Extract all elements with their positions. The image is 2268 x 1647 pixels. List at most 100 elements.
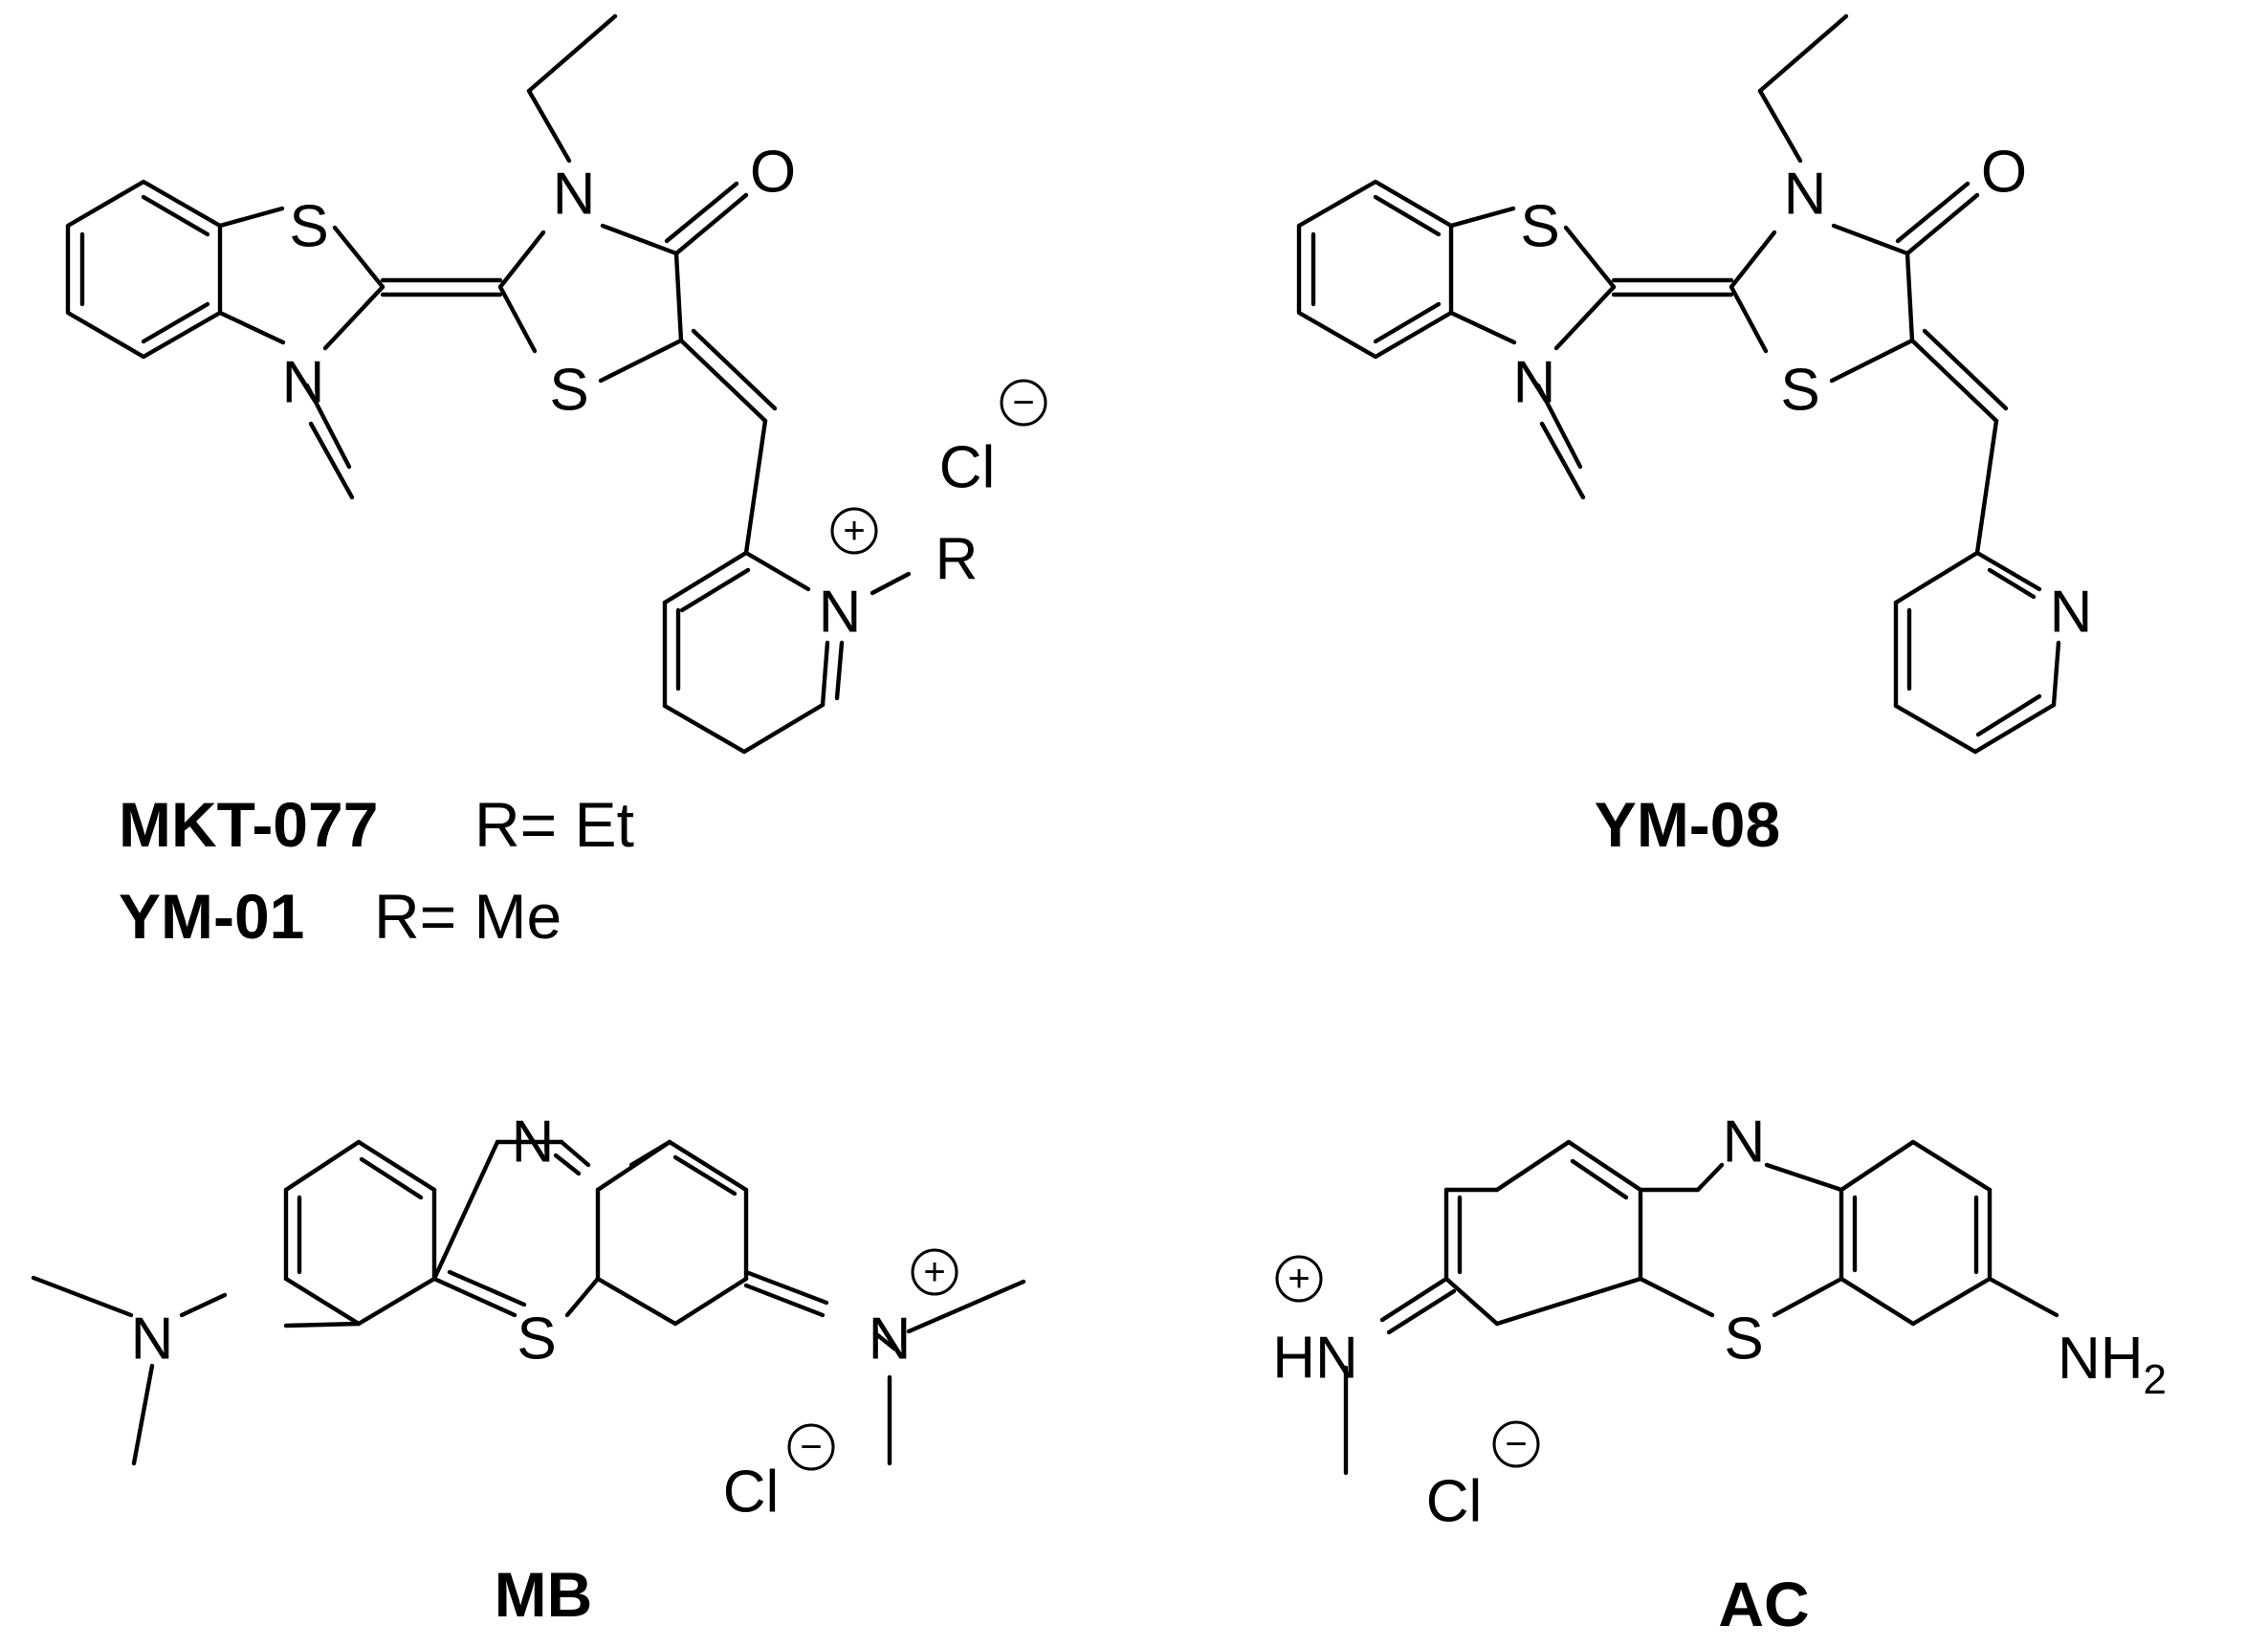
mb-bond	[553, 1153, 582, 1176]
mkt077-benzo-double-1	[141, 194, 210, 237]
ac-bond	[1695, 1162, 1725, 1193]
ym08-bond	[1729, 230, 1777, 290]
ym08-benzo-double-1	[1373, 194, 1442, 237]
mkt077-bond	[743, 550, 811, 592]
ym08-atom-s: S	[1520, 194, 1559, 260]
ac-minus-charge-circle	[1492, 1420, 1540, 1468]
mb-bond	[672, 1154, 738, 1197]
ac-atom-n: N	[1723, 1109, 1766, 1175]
ac-atom-hn-plus: HN	[1272, 1326, 1358, 1392]
mb-bond	[356, 1276, 437, 1327]
ac-bond	[1570, 1158, 1629, 1200]
ac-atom-s: S	[1724, 1307, 1763, 1372]
ym08-bond	[1974, 550, 2042, 592]
mkt077-bond	[304, 383, 352, 470]
mb-bond	[743, 1269, 829, 1306]
mkt077-benzo-ring	[65, 179, 223, 360]
ym08-atom-n: N	[2050, 580, 2093, 646]
ac-label: AC	[1718, 1569, 1809, 1639]
mkt077-bond	[308, 421, 355, 500]
mkt077-benzo-double-3	[141, 301, 210, 344]
mkt077-atom-n-plus: N	[819, 580, 862, 646]
mb-atom-n: N	[131, 1307, 174, 1372]
ym08-atom-n: N	[1513, 350, 1556, 416]
mkt077-bond	[322, 284, 385, 351]
mkt077-bond	[662, 550, 749, 605]
mkt077-atom-o: O	[750, 140, 796, 206]
ac-bond	[1772, 1276, 1844, 1318]
ac-bond	[1386, 1288, 1457, 1335]
mkt077-plus-charge: +	[843, 510, 865, 552]
structure-ym08: S N N O S N YM-08	[1296, 13, 2093, 860]
mkt077-bond	[820, 640, 830, 708]
ac-bond	[1910, 1276, 1993, 1327]
mkt077-atom-cl: Cl	[939, 435, 996, 501]
mkt077-bond	[834, 640, 845, 701]
ym08-bond	[1563, 225, 1617, 290]
mkt077-bond	[673, 192, 749, 256]
mb-label: MB	[495, 1559, 593, 1630]
mb-bond	[283, 1139, 362, 1193]
mb-bond	[559, 1139, 591, 1168]
mkt077-atom-r: R	[936, 527, 979, 593]
ac-atom-nh: NH	[2058, 1326, 2144, 1392]
ym08-bond	[1893, 703, 1978, 755]
mkt077-bond	[664, 181, 739, 244]
mb-bond	[283, 1276, 362, 1327]
mkt077-atom-s: S	[549, 358, 588, 424]
mb-bond	[359, 1156, 424, 1200]
ac-bond	[1910, 1139, 1993, 1193]
ym08-bond	[2051, 640, 2061, 708]
ym08-benzo-double-3	[1373, 301, 1442, 344]
mb-bond	[179, 1292, 228, 1318]
mkt077-bond	[743, 418, 768, 556]
mb-plus-charge-circle	[911, 1248, 958, 1296]
ac-bond	[1566, 1139, 1643, 1193]
ac-bond	[1494, 1276, 1643, 1327]
ac-minus-charge: −	[1505, 1423, 1527, 1465]
mkt077-bond	[741, 702, 826, 755]
mb-bond	[431, 1276, 517, 1318]
mb-bond	[906, 1279, 1026, 1334]
mb-bond	[672, 1276, 749, 1327]
mkt077-bond	[678, 338, 768, 424]
mkt077-atom-s: S	[289, 194, 328, 260]
ym08-bond	[1909, 338, 1999, 424]
mkt077-label: MKT-077	[119, 789, 378, 860]
ac-bond	[1443, 1276, 1500, 1327]
ym08-atom-o: O	[1981, 140, 2027, 206]
mb-bond	[356, 1139, 437, 1193]
ym08-bond	[1905, 251, 1915, 343]
ac-bond	[1839, 1139, 1916, 1193]
mkt077-bond	[526, 88, 572, 164]
ym08-bond	[1553, 284, 1617, 351]
mkt077-bond	[217, 206, 285, 229]
mb-bond	[447, 1269, 527, 1307]
ym08-bond	[1757, 88, 1803, 164]
ac-atom-nh2: NH2	[2058, 1326, 2167, 1403]
mkt077-minus-charge-circle	[1000, 379, 1047, 427]
mb-bond	[31, 1275, 134, 1318]
mb-bond	[743, 1283, 826, 1318]
ym08-bond	[1974, 418, 1999, 556]
ac-bond	[1764, 1162, 1844, 1193]
mkt077-bond	[679, 567, 751, 613]
ym08-bond	[1987, 567, 2037, 600]
ym08-atom-n: N	[1784, 162, 1827, 228]
mkt077-bond	[600, 223, 679, 256]
ym01-label-r: R= Me	[374, 881, 561, 952]
ym08-bond	[1975, 693, 2042, 737]
mkt077-bond	[870, 571, 912, 596]
mb-bond	[564, 1276, 601, 1318]
mb-atom-s: S	[517, 1307, 556, 1372]
mkt077-bond	[662, 703, 747, 755]
ym08-bond	[1757, 13, 1849, 94]
ac-atom-nh2-subscript: 2	[2144, 1356, 2167, 1403]
ac-bond	[1839, 1276, 1916, 1327]
mkt077-bond	[598, 338, 684, 384]
ym08-bond	[1829, 338, 1915, 384]
ac-atom-cl: Cl	[1426, 1469, 1483, 1535]
ac-bond	[1494, 1139, 1572, 1193]
ac-bond	[1987, 1276, 2059, 1318]
